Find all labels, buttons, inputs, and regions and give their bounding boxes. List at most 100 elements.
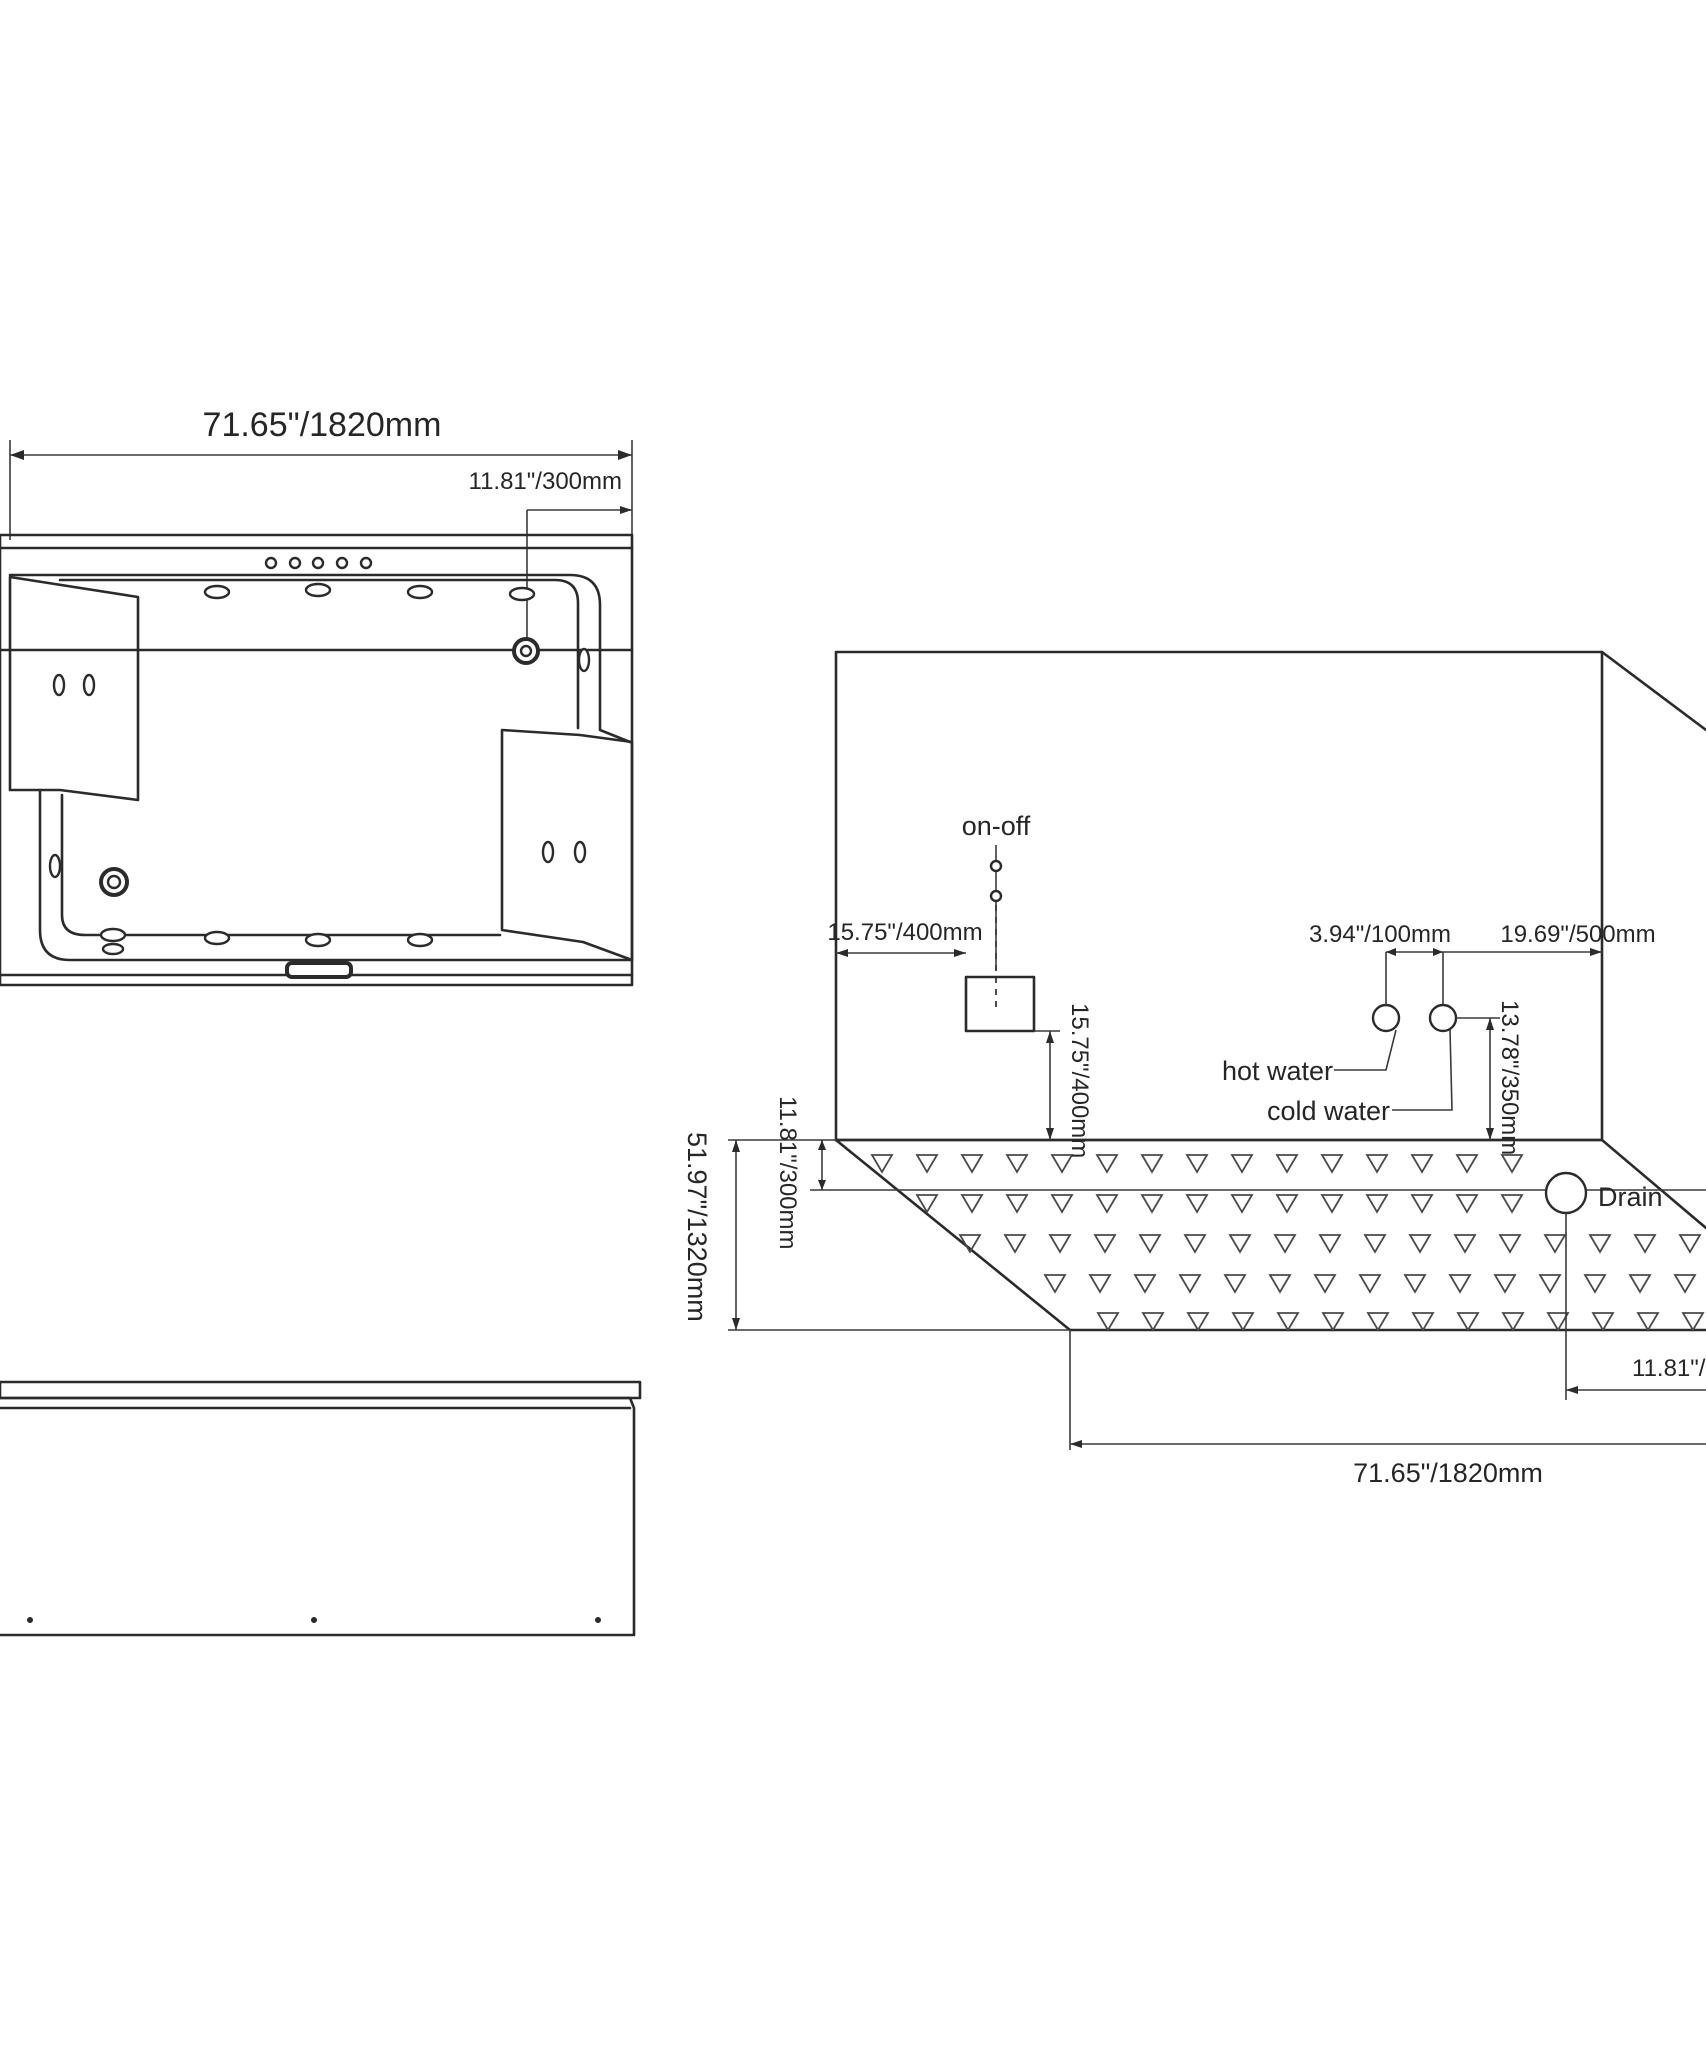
jet xyxy=(406,584,434,600)
gravel-triangle xyxy=(1410,1154,1434,1174)
gravel-triangle xyxy=(1275,1154,1299,1174)
gravel-triangle xyxy=(1228,1234,1252,1254)
gravel-triangle xyxy=(1095,1194,1119,1214)
gravel-triangle xyxy=(1048,1234,1072,1254)
arrowhead xyxy=(1566,1386,1578,1394)
top-width-label: 71.65"/1820mm xyxy=(203,406,442,444)
control-button xyxy=(335,556,349,570)
gravel-triangle xyxy=(1321,1312,1345,1332)
gravel-triangle xyxy=(1500,1154,1524,1174)
gravel-triangle xyxy=(1455,1154,1479,1174)
gravel-triangle xyxy=(1095,1154,1119,1174)
switch-height-label: 15.75"/400mm xyxy=(1066,1003,1093,1158)
jet xyxy=(508,586,536,602)
jet xyxy=(577,647,591,673)
gravel-triangle xyxy=(1500,1194,1524,1214)
tub-basin-bottom xyxy=(38,788,634,962)
drain-offset-label: 11.81"/ xyxy=(1632,1355,1706,1382)
wall-side-edge xyxy=(1600,650,1706,732)
front-rim xyxy=(0,1380,642,1400)
arrowhead xyxy=(818,1140,826,1150)
arrowhead xyxy=(1046,1128,1054,1140)
tap-height-label: 13.78"/350mm xyxy=(1496,1000,1523,1155)
gravel-triangle xyxy=(1138,1234,1162,1254)
cold-water-pipe xyxy=(1428,1003,1458,1033)
left-seat xyxy=(8,575,140,802)
switch-node xyxy=(989,859,1003,873)
arrowhead xyxy=(1433,948,1443,956)
gravel-triangle xyxy=(1366,1312,1390,1332)
gravel-triangle xyxy=(1583,1274,1607,1294)
gravel-triangle xyxy=(1185,1154,1209,1174)
jet xyxy=(406,932,434,948)
top-offset-label: 11.81"/300mm xyxy=(469,468,623,495)
step-label: 11.81"/300mm xyxy=(774,1096,801,1250)
gravel-triangle xyxy=(960,1194,984,1214)
arrowhead xyxy=(1386,948,1396,956)
leveling-foot xyxy=(595,1617,601,1623)
gravel-triangle xyxy=(1005,1194,1029,1214)
control-button xyxy=(311,556,325,570)
drain-outlet xyxy=(1544,1171,1588,1215)
jet xyxy=(52,673,66,697)
tap-offset-label: 19.69"/500mm xyxy=(1500,921,1655,948)
gravel-triangle xyxy=(1501,1312,1525,1332)
control-button xyxy=(288,556,302,570)
gravel-triangle xyxy=(958,1234,982,1254)
gravel-triangle xyxy=(1410,1194,1434,1214)
gravel-triangle xyxy=(1268,1274,1292,1294)
arrowhead xyxy=(1486,1018,1494,1030)
gravel-triangle xyxy=(1223,1274,1247,1294)
arrowhead xyxy=(10,450,24,460)
arrowhead xyxy=(836,949,848,957)
jet xyxy=(203,930,231,946)
gravel-triangle xyxy=(1275,1194,1299,1214)
gravel-triangle xyxy=(915,1154,939,1174)
jet xyxy=(304,932,332,948)
gravel-triangle xyxy=(1043,1274,1067,1294)
top-view: 71.65"/1820mm 11.81"/300mm xyxy=(0,406,634,987)
control-button xyxy=(359,556,373,570)
gravel-triangle xyxy=(1178,1274,1202,1294)
gravel-triangle xyxy=(1313,1274,1337,1294)
gravel-triangle xyxy=(1358,1274,1382,1294)
overflow-fitting-center xyxy=(519,644,533,658)
tub-basin-inner-top xyxy=(58,578,580,730)
gravel-triangle xyxy=(1005,1154,1029,1174)
leveling-foot xyxy=(311,1617,317,1623)
gravel-triangle xyxy=(1636,1312,1660,1332)
gravel-triangle xyxy=(1408,1234,1432,1254)
arrowhead xyxy=(1046,1031,1054,1043)
arrowhead xyxy=(954,949,966,957)
control-button xyxy=(264,556,278,570)
drain-label: Drain xyxy=(1598,1182,1663,1212)
gravel-triangle xyxy=(1498,1234,1522,1254)
gravel-triangle xyxy=(1493,1274,1517,1294)
arrowhead xyxy=(1070,1440,1082,1448)
gravel-triangle xyxy=(1588,1234,1612,1254)
switch-offset-label: 15.75"/400mm xyxy=(827,919,982,946)
arrowhead xyxy=(818,1180,826,1190)
gravel-triangle xyxy=(1538,1274,1562,1294)
gravel-triangle xyxy=(1543,1234,1567,1254)
gravel-triangle xyxy=(1050,1154,1074,1174)
cold-water-label: cold water xyxy=(1267,1096,1390,1126)
switch-node xyxy=(989,889,1003,903)
gravel-triangle xyxy=(1633,1234,1657,1254)
gravel-triangle xyxy=(1678,1234,1702,1254)
gravel-triangle xyxy=(1183,1234,1207,1254)
drain-fitting-center xyxy=(106,874,122,890)
gravel-triangle xyxy=(1133,1274,1157,1294)
gravel-triangle xyxy=(1453,1234,1477,1254)
gravel-triangle xyxy=(1185,1194,1209,1214)
gravel-triangle xyxy=(1673,1274,1697,1294)
gravel-triangle xyxy=(1403,1274,1427,1294)
tap-spacing-label: 3.94"/100mm xyxy=(1309,921,1451,948)
gravel-triangle xyxy=(1140,1154,1164,1174)
wall-outline xyxy=(834,650,1604,1142)
gravel-triangle xyxy=(1320,1154,1344,1174)
switch-label: on-off xyxy=(962,811,1031,841)
gravel-triangle xyxy=(1363,1234,1387,1254)
gravel-triangle xyxy=(1231,1312,1255,1332)
